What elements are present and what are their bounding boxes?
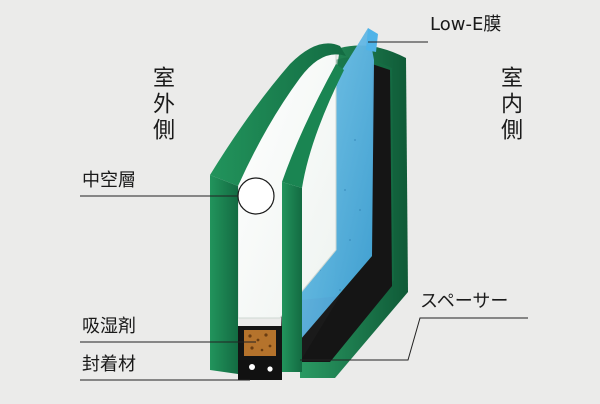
leader-lines [80, 41, 528, 381]
air-layer-label: 中空層 [82, 170, 136, 191]
outer-glass-pane [210, 43, 346, 374]
desiccant-label: 吸湿剤 [82, 316, 136, 337]
low-e-film-label: Low-E膜 [430, 14, 502, 35]
spacer-cross-section [238, 326, 282, 380]
spacer-label: スペーサー [420, 291, 509, 312]
air-layer-marker [237, 177, 275, 215]
indoor-side-label: 室内側 [497, 66, 522, 144]
sealant-label: 封着材 [82, 354, 136, 375]
outdoor-side-label: 室外側 [149, 66, 174, 144]
